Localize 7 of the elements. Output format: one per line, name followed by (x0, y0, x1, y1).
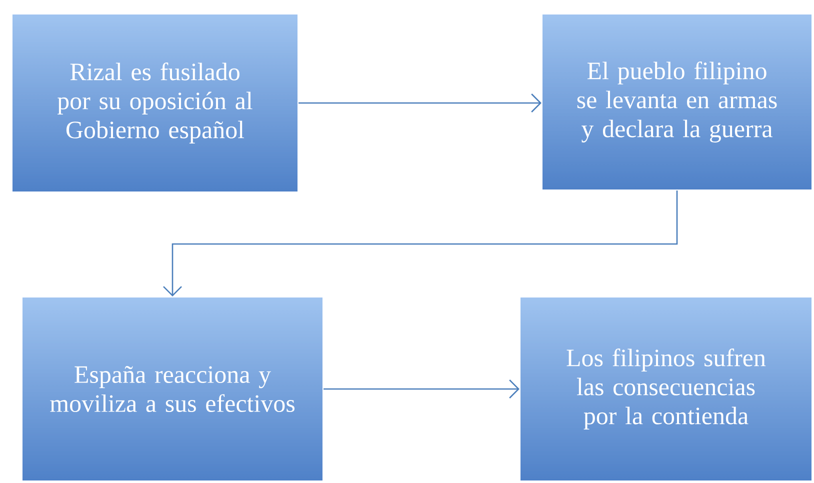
arrow (298, 94, 542, 112)
process-box: Los filipinos sufren las consecuencias por la contienda (520, 296, 812, 482)
process-box: Rizal es fusilado por su oposición al Gobierno español (12, 14, 298, 192)
arrow (163, 190, 678, 296)
arrow (324, 380, 520, 398)
process-box: El pueblo filipino se levanta en armas y declara la guerra (542, 14, 812, 190)
process-box: España reacciona y moviliza a sus efectivos (22, 296, 324, 482)
